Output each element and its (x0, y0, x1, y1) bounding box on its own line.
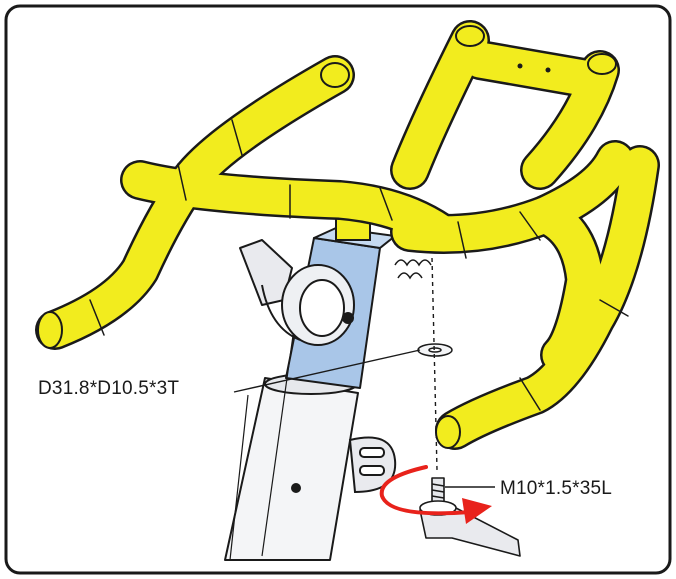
spring (394, 259, 432, 280)
alignment-line (431, 257, 438, 471)
handlebar (35, 20, 660, 450)
washer-spec-label: D31.8*D10.5*3T (38, 378, 180, 399)
rotation-arrow-icon (379, 465, 492, 524)
quick-release-knob (239, 239, 355, 346)
washer-leader-line (233, 349, 421, 393)
washer (417, 343, 453, 357)
frame-knob (348, 436, 397, 494)
bolt-spec-label: M10*1.5*35L (500, 478, 613, 499)
